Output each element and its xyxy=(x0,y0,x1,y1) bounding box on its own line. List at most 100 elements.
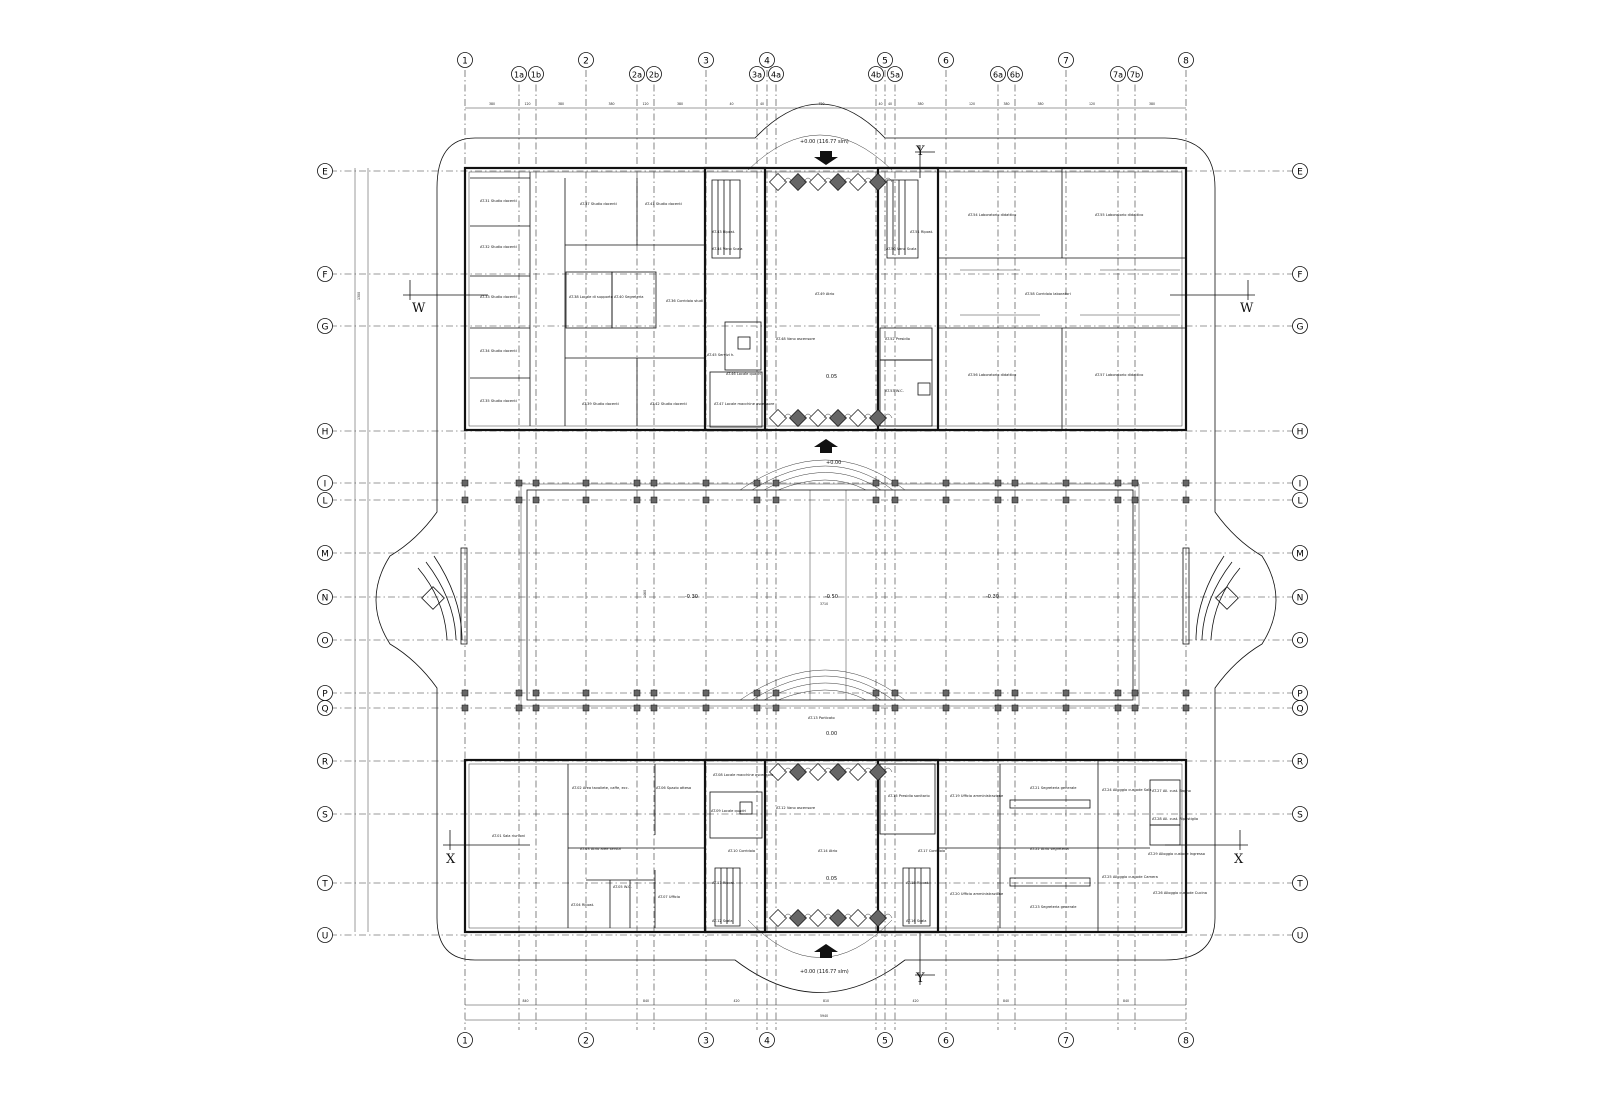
portico-column xyxy=(532,704,540,712)
room-label: AT.56 Laboratorio didattico xyxy=(968,373,1016,377)
axis-bubble xyxy=(1292,163,1308,179)
portico-column xyxy=(461,704,469,712)
portico-column xyxy=(994,496,1002,504)
axis-label: 7b xyxy=(1130,71,1140,80)
level-entrance-top: +0.00 (116.77 slm) xyxy=(800,139,849,145)
axis-bubble xyxy=(317,318,333,334)
axis-bubble xyxy=(1292,632,1308,648)
room-label: AT.44 Vano Scala xyxy=(712,247,743,251)
room-label: AT.19 Ufficio amministrazione xyxy=(950,794,1004,798)
axis-bubble xyxy=(877,52,893,68)
glazing-diamond xyxy=(869,173,887,191)
room-label: AT.16 Scala xyxy=(906,919,927,923)
axis-bubble xyxy=(1292,423,1308,439)
portico-column xyxy=(1114,479,1122,487)
portico-column xyxy=(872,479,880,487)
room-labels: AT.31 Studio docenti AT.32 Studio docent… xyxy=(480,199,1207,923)
axis-label: 7a xyxy=(1113,71,1123,80)
axis-bubble xyxy=(1007,66,1023,82)
axis-bubble xyxy=(317,423,333,439)
room-label: AT.47 Locale macchine ascensore xyxy=(714,402,775,406)
portico-column xyxy=(515,479,523,487)
glazing-diamond xyxy=(869,909,887,927)
axis-bubble xyxy=(887,66,903,82)
room-label: AT.32 Studio docenti xyxy=(480,245,517,249)
level-atrium-bottom: 0.05 xyxy=(826,876,837,882)
section-w-left: W xyxy=(412,301,426,316)
portico-column xyxy=(1062,689,1070,697)
level-portico-step: +0.00 xyxy=(826,460,841,466)
axis-label: M xyxy=(1296,550,1304,560)
glazing-diamond xyxy=(829,763,847,781)
dimension-label: 840 xyxy=(1123,999,1129,1003)
portico-column xyxy=(633,689,641,697)
portico-column xyxy=(942,479,950,487)
glazing-diamond xyxy=(869,763,887,781)
portico-column xyxy=(582,704,590,712)
room-label: AT.49 Atrio xyxy=(815,292,834,296)
axis-bubble xyxy=(990,66,1006,82)
dimension-label: 380 xyxy=(1037,102,1043,106)
axis-label: E xyxy=(1297,168,1303,178)
axis-label: 5a xyxy=(890,71,900,80)
portico-column xyxy=(1062,704,1070,712)
portico-column xyxy=(461,689,469,697)
room-label: AT.08 Locale macchine ascensore xyxy=(713,773,774,777)
dimension-label: 380 xyxy=(558,102,564,106)
portico-column xyxy=(461,479,469,487)
glazing-diamond xyxy=(809,763,827,781)
portico-column xyxy=(515,689,523,697)
room-label: AT.29 Alloggio custode Ingresso xyxy=(1148,852,1205,856)
axis-bubble xyxy=(768,66,784,82)
portico-column xyxy=(1011,689,1019,697)
dimension-label: 120 xyxy=(969,102,975,106)
axis-bubble xyxy=(1292,753,1308,769)
glazing-diamond xyxy=(829,409,847,427)
portico-column xyxy=(1114,689,1122,697)
room-label: AT.26 Alloggio custode Cucina xyxy=(1153,891,1207,895)
axis-bubble xyxy=(528,66,544,82)
portico-column xyxy=(633,704,641,712)
glazing-arc xyxy=(883,413,893,419)
room-label: AT.17 Corridoio xyxy=(918,849,945,853)
portico-column xyxy=(1011,479,1019,487)
axis-label: 4b xyxy=(871,71,881,80)
dimension-label: 810 xyxy=(823,999,829,1003)
glazing-diamond xyxy=(849,173,867,191)
axis-label: 3a xyxy=(752,71,762,80)
axis-bubble xyxy=(877,1032,893,1048)
portico-column xyxy=(532,689,540,697)
portico-column xyxy=(891,496,899,504)
dimension-label: 420 xyxy=(912,999,918,1003)
axis-label: P xyxy=(322,690,328,700)
portico-column xyxy=(1182,704,1190,712)
axis-bubble xyxy=(1292,700,1308,716)
axis-bubble xyxy=(457,52,473,68)
room-label: AT.46 Locale quadri xyxy=(726,372,761,376)
axis-bubble xyxy=(1058,52,1074,68)
portico-column xyxy=(1062,479,1070,487)
dimension-label: 380 xyxy=(608,102,614,106)
axis-label: P xyxy=(1297,690,1303,700)
room-label: AT.05 W.C. xyxy=(613,885,632,889)
room-label: AT.09 Locale quadri xyxy=(711,809,746,813)
room-label: AT.22 Atrio segreteria xyxy=(1030,847,1069,851)
axis-bubble xyxy=(1292,492,1308,508)
portico-column xyxy=(461,496,469,504)
axis-label: T xyxy=(1296,880,1303,890)
north-building xyxy=(463,166,1188,432)
portico-column xyxy=(942,496,950,504)
axis-bubble xyxy=(1110,66,1126,82)
portico-column xyxy=(1131,704,1139,712)
axis-label: 6 xyxy=(943,57,949,67)
glazing-diamond xyxy=(809,173,827,191)
room-label: AT.21 Segreteria generale xyxy=(1030,786,1077,790)
room-label: AT.51 Ripost. xyxy=(910,230,933,234)
axis-bubble xyxy=(1292,927,1308,943)
glazing-diamond xyxy=(809,909,827,927)
room-label: AT.37 Studio docenti xyxy=(580,202,617,206)
portico-column xyxy=(1131,496,1139,504)
dimension-label: 40 xyxy=(878,102,882,106)
room-label: AT.33 Studio docenti xyxy=(480,295,517,299)
